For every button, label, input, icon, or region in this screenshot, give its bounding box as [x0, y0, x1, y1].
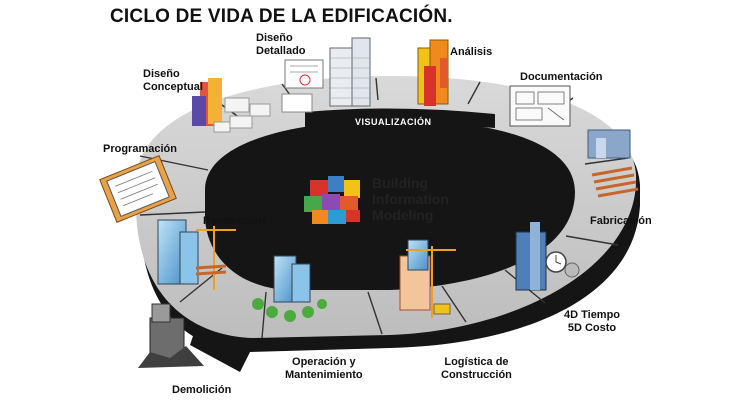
visualizacion-band [305, 108, 495, 128]
time-cost-illustration [515, 222, 580, 291]
bim-center-label: Building Information Modeling [372, 175, 449, 223]
stage-label-line: Diseño [143, 68, 180, 80]
renovation-illustration [157, 219, 236, 290]
stage-label-programacion: Programación [103, 143, 177, 155]
stage-label-tiempo-costo: 4D Tiempo 5D Costo [564, 309, 620, 335]
fabrication-illustration [587, 129, 639, 198]
stage-label-demolicion: Demolición [172, 384, 232, 396]
ring-dividers [139, 77, 629, 339]
diagram-title: CICLO DE VIDA DE LA EDIFICACIÓN. [110, 6, 453, 27]
visualizacion-label: VISUALIZACIÓN [355, 117, 432, 127]
demolition-illustration [138, 303, 204, 368]
bim-line-2: Information [372, 191, 449, 207]
stage-label-line: Construcción [441, 369, 512, 381]
detailed-design-illustration [281, 37, 371, 113]
stage-label-line: Operación y [292, 356, 356, 368]
bim-line-1: Building [372, 175, 428, 191]
stage-label-line: Detallado [256, 45, 306, 57]
operation-illustration [252, 255, 327, 322]
stage-label-line: 5D Costo [567, 322, 617, 334]
documentation-illustration [509, 85, 571, 127]
bim-line-3: Modeling [372, 207, 434, 223]
conceptual-model-illustration [192, 78, 271, 133]
stage-label-line: 4D Tiempo [564, 309, 621, 321]
stage-label-diseno-detallado: Diseño Detallado [256, 32, 306, 58]
stage-label-documentacion: Documentación [520, 71, 603, 83]
stage-label-logistica: Logística de Construcción [441, 356, 512, 382]
stage-label-renovacion: Renovación [203, 215, 266, 227]
stage-label-analisis: Análisis [450, 46, 493, 58]
stage-label-line: Conceptual [143, 81, 203, 93]
analysis-illustration [417, 39, 449, 106]
programming-clipboard-illustration [99, 155, 177, 223]
stage-label-diseno-conceptual: Diseño Conceptual [143, 68, 203, 94]
bim-cube-logo [304, 176, 360, 224]
stage-label-operacion: Operación y Mantenimiento [285, 356, 363, 382]
stage-label-line: Diseño [256, 32, 293, 44]
ring-surface [136, 76, 637, 338]
stage-label-line: Mantenimiento [285, 369, 363, 381]
stage-label-fabricacion: Fabricación [590, 215, 652, 227]
stage-label-line: Logística de [444, 356, 509, 368]
logistics-illustration [399, 239, 456, 318]
